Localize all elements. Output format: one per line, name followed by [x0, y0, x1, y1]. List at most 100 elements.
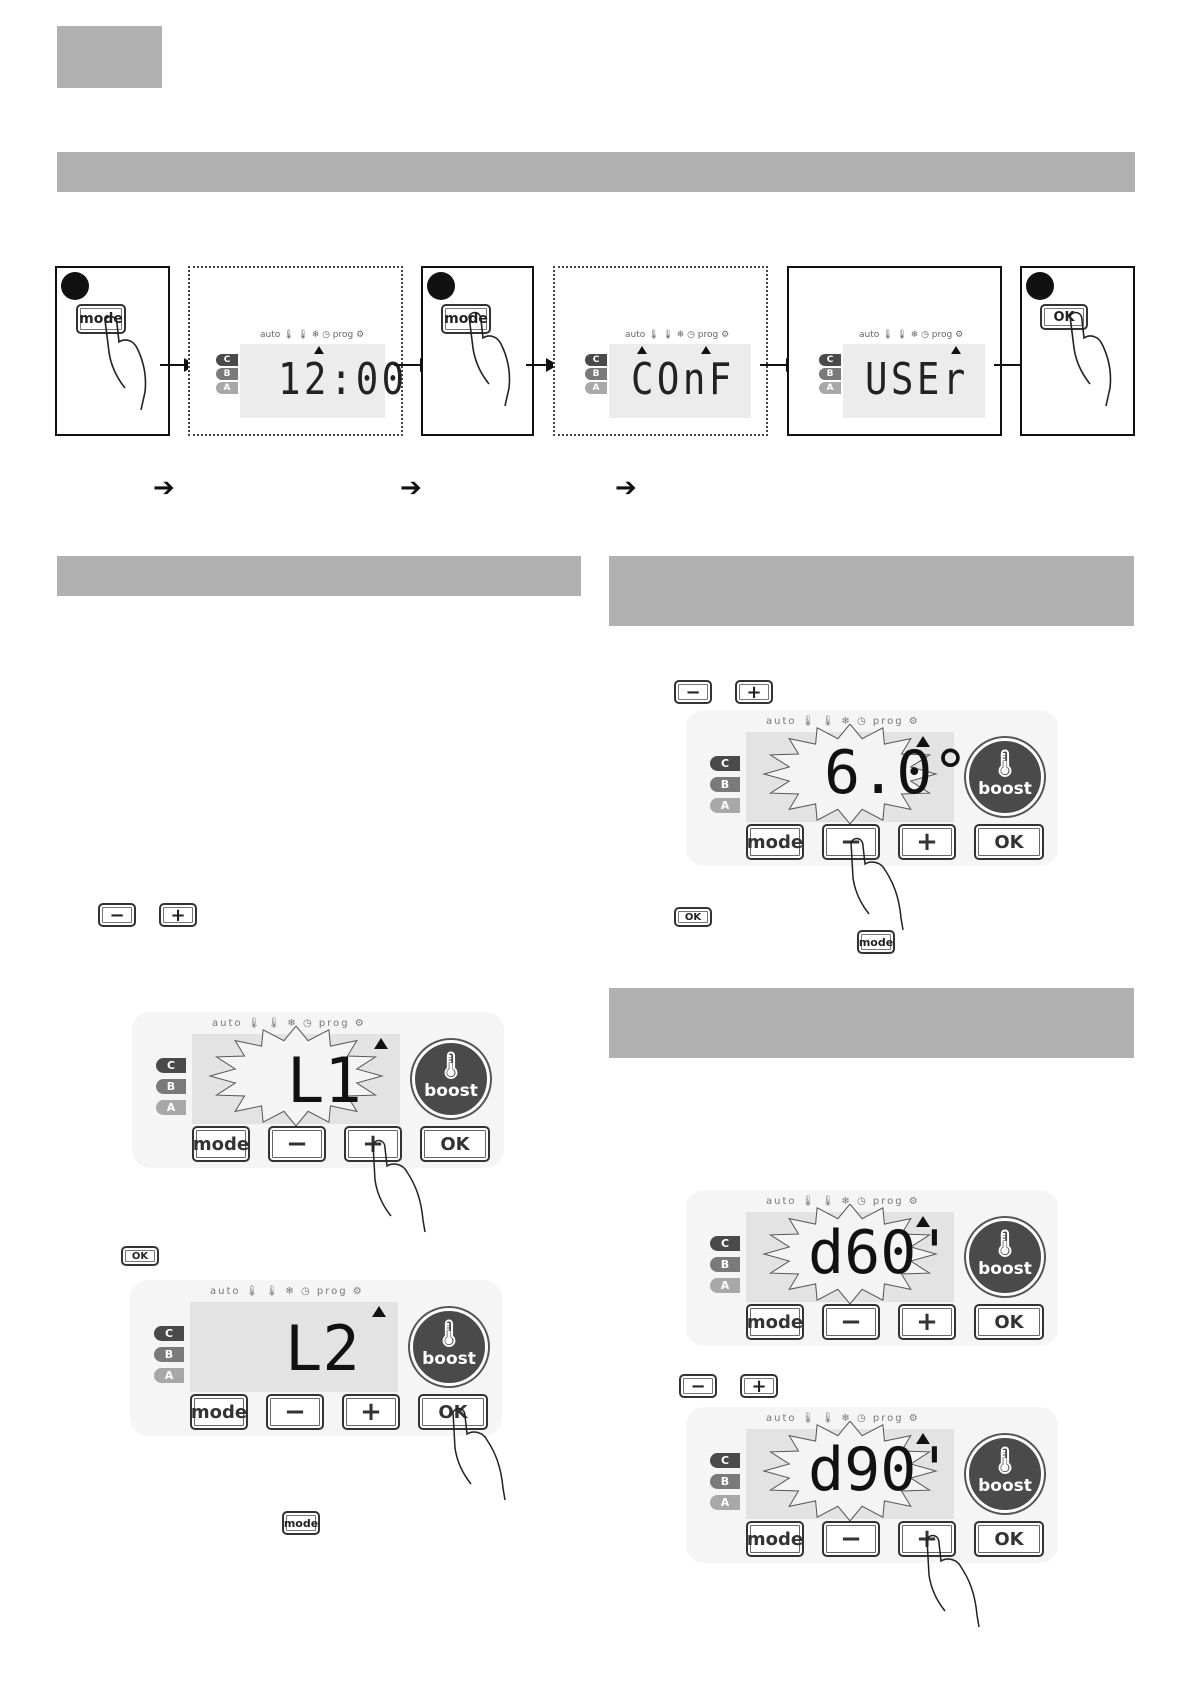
lcd-indicator-triangle	[701, 346, 711, 354]
minus-button[interactable]: −	[822, 1521, 880, 1557]
pressing-hand-icon	[104, 315, 147, 411]
plus-button[interactable]: +	[342, 1394, 400, 1430]
minus-button[interactable]: −	[268, 1126, 326, 1162]
mode-key[interactable]: mode	[282, 1511, 320, 1535]
minus-button[interactable]: −	[822, 1304, 880, 1340]
lcd-icon-strip: auto 🌡 🌡 ❄ ◷ prog ⚙	[766, 716, 920, 727]
pressing-hand-icon	[850, 837, 904, 931]
pressing-hand-icon	[926, 1534, 980, 1628]
step-number-dot	[1026, 272, 1054, 300]
lcd-display-value: d60'	[808, 1218, 953, 1288]
right-arrow-icon: ➔	[153, 473, 175, 503]
plus-key[interactable]: +	[735, 680, 773, 704]
lcd-screen: L2	[190, 1302, 398, 1392]
lcd-display-value: L1	[287, 1044, 362, 1117]
step-number-dot	[61, 272, 89, 300]
plus-key[interactable]: +	[740, 1374, 778, 1398]
lcd-icon-strip: auto 🌡 🌡 ❄ ◷ prog ⚙	[625, 330, 730, 340]
lcd-display-value: L2	[285, 1312, 360, 1385]
plus-button[interactable]: +	[898, 1304, 956, 1340]
flow-step-ok: OK	[1020, 266, 1135, 436]
lcd-screen: 12:00	[240, 344, 404, 418]
lcd-screen: COnF	[609, 344, 751, 418]
flow-step-lcd-user: auto 🌡 🌡 ❄ ◷ prog ⚙ C B A USEr	[787, 266, 1002, 436]
abc-badge-a: A	[819, 382, 841, 394]
flow-step-mode-1: mode	[55, 266, 170, 436]
abc-badge-c: C	[216, 354, 238, 366]
boost-label: boost	[424, 1081, 478, 1101]
abc-badge-c: C	[585, 354, 607, 366]
pressing-hand-icon	[468, 311, 511, 407]
lcd-screen: d90'	[746, 1421, 954, 1521]
mode-button[interactable]: mode	[746, 1304, 804, 1340]
lcd-user-display: USEr	[865, 354, 969, 405]
lcd-indicator-triangle	[637, 346, 647, 354]
abc-badge-c: C	[819, 354, 841, 366]
step-number-dot	[427, 272, 455, 300]
ok-button[interactable]: OK	[974, 1521, 1044, 1557]
abc-badge-b: B	[710, 1474, 740, 1489]
lcd-screen: 6.0°C	[746, 724, 1005, 824]
ok-button[interactable]: OK	[974, 824, 1044, 860]
boost-label: boost	[978, 1476, 1032, 1496]
ok-key[interactable]: OK	[121, 1246, 159, 1266]
boost-button[interactable]: 🌡boost	[410, 1308, 488, 1386]
thermometer-up-icon: 🌡	[988, 749, 1022, 779]
lcd-icon-strip: auto 🌡 🌡 ❄ ◷ prog ⚙	[766, 1413, 920, 1424]
lcd-indicator-triangle	[951, 346, 961, 354]
thermometer-up-icon: 🌡	[988, 1229, 1022, 1259]
lcd-icon-strip: auto 🌡 🌡 ❄ ◷ prog ⚙	[859, 330, 964, 340]
plus-key[interactable]: +	[159, 903, 197, 927]
abc-badge-c: C	[156, 1058, 186, 1073]
mode-key[interactable]: mode	[857, 930, 895, 954]
mode-button[interactable]: mode	[746, 824, 804, 860]
abc-badge-a: A	[710, 1278, 740, 1293]
ok-key[interactable]: OK	[1040, 304, 1088, 330]
minus-key[interactable]: −	[674, 680, 712, 704]
lcd-icon-strip: auto 🌡 🌡 ❄ ◷ prog ⚙	[766, 1196, 920, 1207]
pressing-hand-icon	[372, 1139, 426, 1233]
flow-step-lcd-conf: auto 🌡 🌡 ❄ ◷ prog ⚙ C B A COnF	[553, 266, 768, 436]
minus-key[interactable]: −	[98, 903, 136, 927]
boost-button[interactable]: 🌡boost	[412, 1040, 490, 1118]
abc-badge-b: B	[819, 368, 841, 380]
lcd-clock-display: 12:00	[278, 354, 408, 405]
boost-label: boost	[422, 1349, 476, 1369]
minus-key[interactable]: −	[679, 1374, 717, 1398]
mode-button[interactable]: mode	[190, 1394, 248, 1430]
abc-badge-b: B	[156, 1079, 186, 1094]
ok-button[interactable]: OK	[420, 1126, 490, 1162]
right-section-header-2	[609, 988, 1134, 1058]
right-arrow-icon: ➔	[400, 473, 422, 503]
section-header-bar	[57, 152, 1135, 192]
lcd-display-value: d90'	[808, 1435, 953, 1505]
abc-badge-b: B	[710, 1257, 740, 1272]
abc-badge-c: C	[710, 756, 740, 771]
flashing-burst-icon	[762, 724, 938, 824]
flow-step-lcd-clock: auto 🌡 🌡 ❄ ◷ prog ⚙ C B A 12:00	[188, 266, 404, 436]
boost-button[interactable]: 🌡boost	[966, 738, 1044, 816]
abc-badge-a: A	[156, 1100, 186, 1115]
abc-badge-b: B	[216, 368, 238, 380]
boost-button[interactable]: 🌡boost	[966, 1218, 1044, 1296]
pressing-hand-icon	[452, 1407, 506, 1501]
flow-step-mode-2: mode	[421, 266, 534, 436]
minus-button[interactable]: −	[266, 1394, 324, 1430]
boost-button[interactable]: 🌡boost	[966, 1435, 1044, 1513]
mode-button[interactable]: mode	[192, 1126, 250, 1162]
thermometer-up-icon: 🌡	[988, 1446, 1022, 1476]
ok-key[interactable]: OK	[674, 907, 712, 927]
mode-button[interactable]: mode	[746, 1521, 804, 1557]
lcd-icon-strip: auto 🌡 🌡 ❄ ◷ prog ⚙	[212, 1018, 366, 1029]
lcd-indicator-triangle	[372, 1306, 386, 1317]
abc-badge-c: C	[710, 1236, 740, 1251]
abc-badge-a: A	[585, 382, 607, 394]
plus-button[interactable]: +	[898, 824, 956, 860]
lcd-screen: d60'	[746, 1204, 954, 1304]
right-section-header-1	[609, 556, 1134, 626]
ok-button[interactable]: OK	[974, 1304, 1044, 1340]
